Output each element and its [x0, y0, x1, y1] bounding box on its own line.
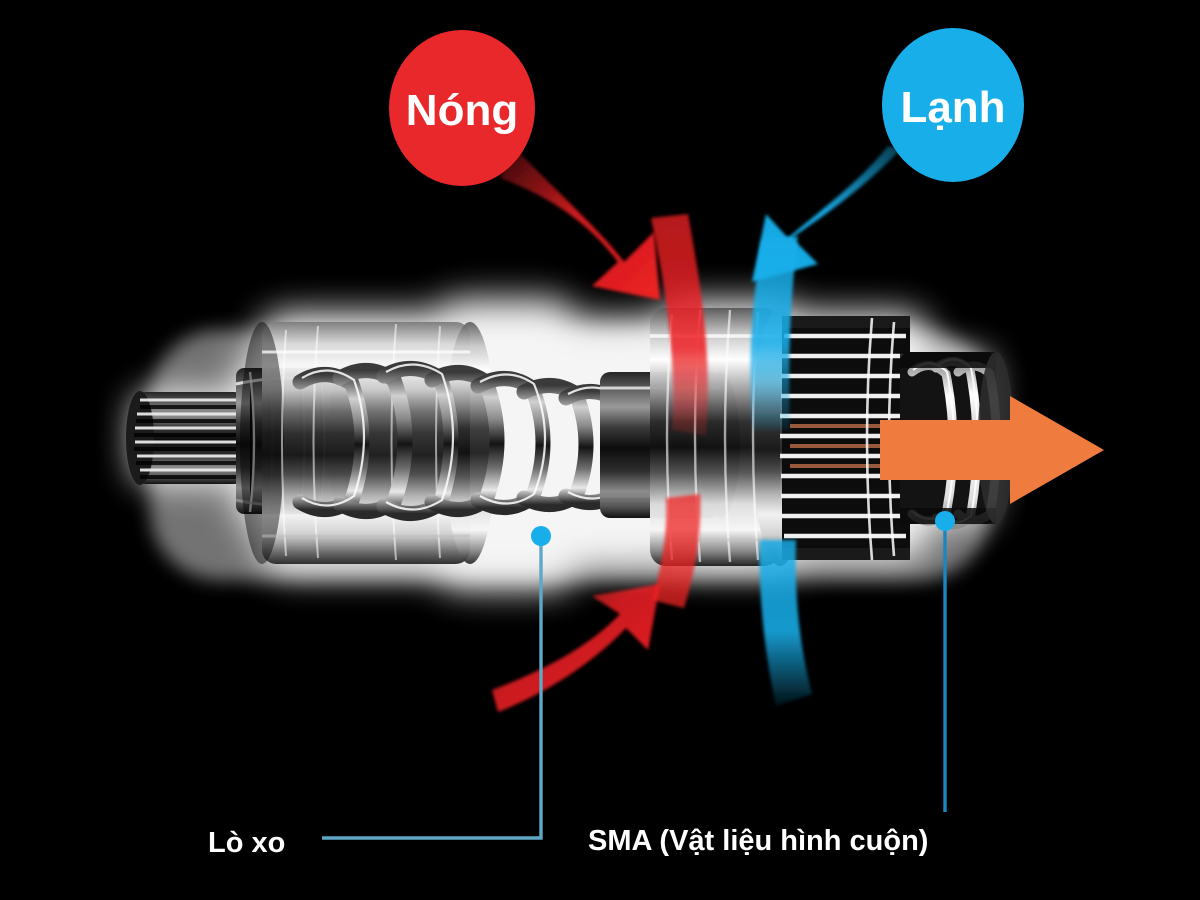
badge-hot-label: Nóng: [406, 86, 518, 135]
cold-inflow-band: [750, 236, 798, 430]
cold-outflow-band-lower: [759, 540, 812, 706]
splined-stem: [126, 391, 246, 485]
mixed-outflow-arrow: [880, 396, 1104, 504]
coil-spring: [292, 361, 634, 521]
callout-sma[interactable]: SMA (Vật liệu hình cuộn): [588, 511, 955, 857]
callout-sma-label: SMA (Vật liệu hình cuộn): [588, 825, 928, 857]
hot-inflow-top-arrow: [500, 148, 660, 300]
callout-spring-label: Lò xo: [208, 827, 285, 859]
hot-inflow-band-lower: [652, 494, 701, 608]
hot-inflow-bottom-arrow: [492, 584, 660, 712]
badge-cold[interactable]: Lạnh: [882, 28, 1024, 182]
callout-sma-dot: [935, 511, 955, 531]
callout-spring[interactable]: Lò xo: [208, 526, 551, 859]
callout-spring-dot: [531, 526, 551, 546]
ribbed-section: [780, 316, 910, 561]
badge-hot[interactable]: Nóng: [389, 30, 535, 186]
badge-cold-label: Lạnh: [900, 83, 1005, 132]
hot-inflow-band: [651, 214, 708, 436]
